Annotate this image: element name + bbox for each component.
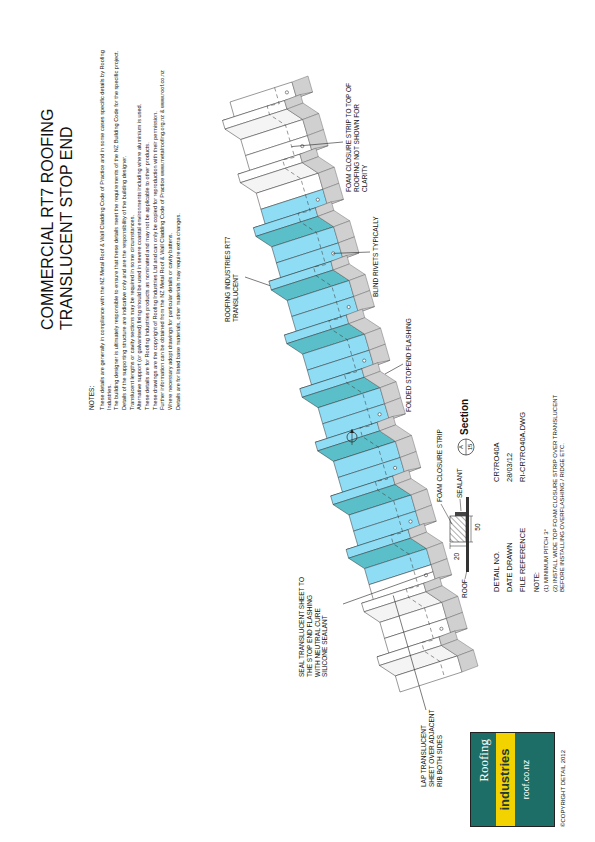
roof-sheet-section	[466, 497, 469, 572]
leader-line	[385, 364, 403, 374]
copyright: ©COPYRIGHT DETAIL 2012	[560, 717, 567, 827]
section-detail	[441, 439, 474, 579]
logo-band-text: industries	[496, 733, 515, 826]
section-marker-divider	[466, 439, 467, 455]
note-heading: NOTE:	[533, 532, 541, 592]
sheet-number: 15	[467, 441, 474, 453]
logo-text: Roofing	[471, 733, 496, 826]
blind-rivet	[347, 305, 350, 308]
callout-label: FOLDED STOPEND FLASHING	[405, 302, 413, 412]
dimension: 20	[453, 548, 461, 560]
notes-heading: NOTES:	[88, 25, 96, 410]
note-text: Details of the supporting structure are …	[121, 25, 128, 410]
logo-text: roof.co.nz	[515, 733, 533, 826]
blind-rivet	[378, 413, 381, 416]
dimension: 50	[474, 519, 482, 535]
blind-rivet	[363, 359, 366, 362]
section-marker	[458, 439, 474, 455]
logo-box: Roofingindustriesroof.co.nz	[470, 732, 555, 827]
leader-lines	[245, 142, 433, 710]
note-text: The building designer is ultimately resp…	[113, 25, 120, 410]
note-text: (2) INSTALL WIDE TOP FOAM CLOSURE STRIP …	[552, 372, 566, 592]
callout-label: SEAL TRANSLUCENT SHEET TO THE STOP END F…	[298, 577, 329, 677]
note-text: (1) MINIMUM PITCH 3°	[543, 372, 550, 592]
note-text: Where necessary adopt drawings for parti…	[167, 25, 174, 410]
leader-line	[393, 595, 426, 710]
note-text: Details are for listed base materials, o…	[175, 25, 182, 410]
section-title: Section	[459, 385, 471, 435]
leader-line	[460, 499, 461, 511]
callout-label: ROOFING INDUSTRIES RT7 TRANSLUCENT	[224, 212, 240, 322]
field-label: DATE DRAWN	[505, 487, 514, 592]
part-label: FOAM CLOSURE STRIP	[436, 412, 444, 502]
sealant-bead	[455, 512, 466, 516]
blind-rivet	[440, 627, 443, 630]
section-letter: A	[458, 442, 465, 452]
note-text: These drawings are the copyright of Roof…	[152, 25, 159, 410]
blind-rivet	[301, 144, 304, 147]
blind-rivet	[316, 198, 319, 201]
field-label: DETAIL NO.	[492, 487, 501, 592]
field-value: CR7RO40A	[492, 372, 501, 482]
dimension-tick	[469, 516, 473, 517]
roof-rib-face	[395, 656, 462, 692]
note-text: Further information can be obtained from…	[159, 25, 166, 410]
section-cut-symbol	[347, 429, 357, 445]
note-text: Alternative support (or galvanised) fixi…	[136, 25, 143, 410]
dimension-tick	[469, 542, 473, 543]
callout-label: FOAM CLOSURE STRIP TO TOP OF ROOFING NOT…	[345, 82, 368, 192]
leader-line	[245, 277, 270, 286]
notes-block: NOTES:These details are generally in com…	[88, 25, 183, 410]
note-text: These details are for Roofing Industries…	[144, 25, 151, 410]
blind-rivet	[409, 520, 412, 523]
leader-line	[441, 504, 452, 524]
dimension-line	[471, 516, 472, 542]
leader-line	[343, 572, 433, 604]
drawing-title: COMMERCIAL RT7 ROOFING TRANSLUCENT STOP …	[38, 80, 76, 330]
note-text: These details are generally in complianc…	[99, 25, 112, 410]
blind-rivet	[394, 466, 397, 469]
dimension-tick	[450, 543, 451, 549]
roof-sheets	[223, 82, 463, 692]
leader-line	[292, 142, 343, 147]
note-text: Translucent lengths or cavity sections m…	[129, 25, 136, 410]
field-value: 28/03/12	[505, 372, 514, 482]
callout-label: BLIND RIVETS TYPICALLY	[372, 197, 380, 297]
blind-rivet	[285, 91, 288, 94]
field-value: RI-CR7RO40A.DWG	[518, 372, 527, 482]
part-label: ROOF	[461, 578, 469, 598]
dimension-line	[450, 546, 466, 547]
foam-strip	[450, 516, 466, 542]
flashing-face	[457, 650, 478, 672]
callout-label: LAP TRANSLUCENT SHEET OVER ADJACENT RIB …	[420, 702, 443, 787]
field-label: FILE REFERENCE	[518, 487, 527, 592]
part-label: SEALANT	[456, 458, 464, 498]
stopend-flashing	[285, 76, 479, 672]
leader-line	[333, 252, 370, 253]
leader-line	[465, 570, 467, 579]
